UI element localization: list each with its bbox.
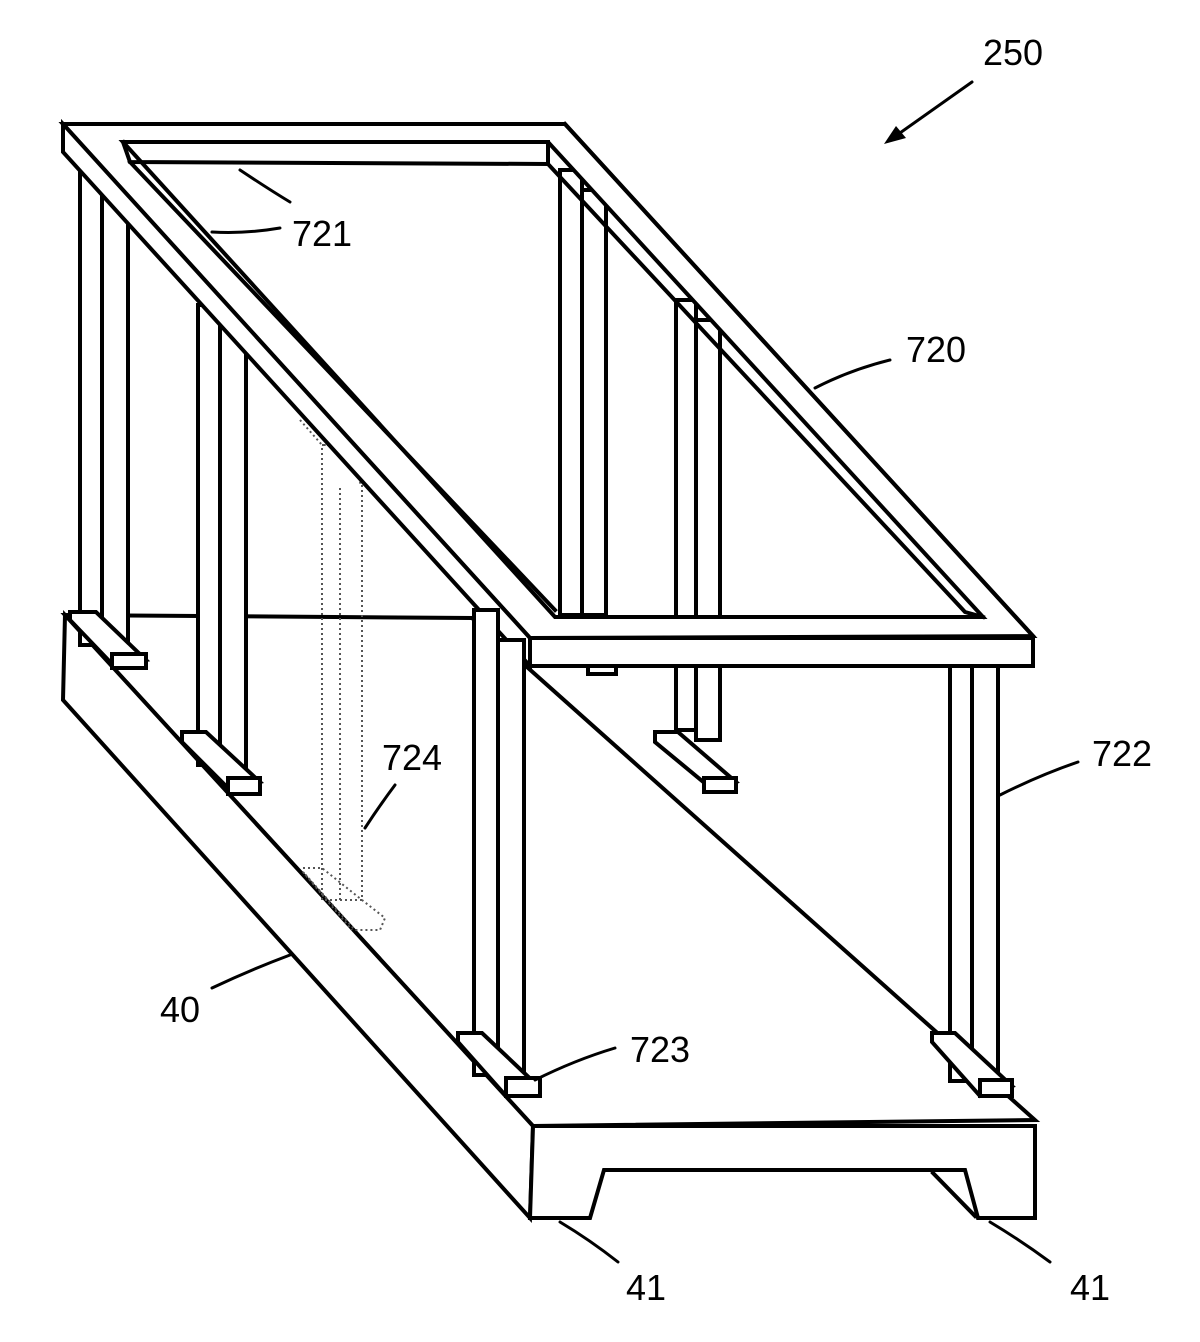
post-left-back	[68, 168, 151, 670]
left-posts	[68, 168, 265, 796]
arrow-down-left-icon	[884, 126, 906, 144]
label-skid-right: 41	[1070, 1267, 1110, 1308]
post-front-right	[930, 664, 1016, 1099]
frame-bracket	[586, 664, 618, 676]
label-foot: 723	[630, 1029, 690, 1070]
base-front-face	[527, 1124, 1037, 1220]
post-back-right-1	[558, 168, 608, 617]
frame-left-rail-side	[61, 118, 532, 672]
reference-labels: 250 721 720 722 724 40 723 41 41	[160, 32, 1152, 1308]
label-assembly: 250	[983, 32, 1043, 73]
reference-arrow-shaft	[888, 80, 974, 142]
label-hidden-post: 724	[382, 737, 442, 778]
post-back-right-2	[653, 298, 740, 794]
back-posts	[558, 168, 740, 794]
post-front-left	[456, 608, 542, 1099]
skid-right-edge	[930, 1170, 978, 1219]
front-posts	[456, 608, 1016, 1099]
base-platform	[60, 609, 1041, 1224]
label-post: 722	[1092, 733, 1152, 774]
leader-lines	[210, 80, 1080, 1264]
label-base: 40	[160, 989, 200, 1030]
label-rail: 721	[292, 213, 352, 254]
label-frame: 720	[906, 329, 966, 370]
top-frame	[58, 118, 1038, 672]
post-left-middle	[180, 303, 265, 796]
label-skid-left: 41	[626, 1267, 666, 1308]
frame-front-face	[528, 636, 1035, 668]
